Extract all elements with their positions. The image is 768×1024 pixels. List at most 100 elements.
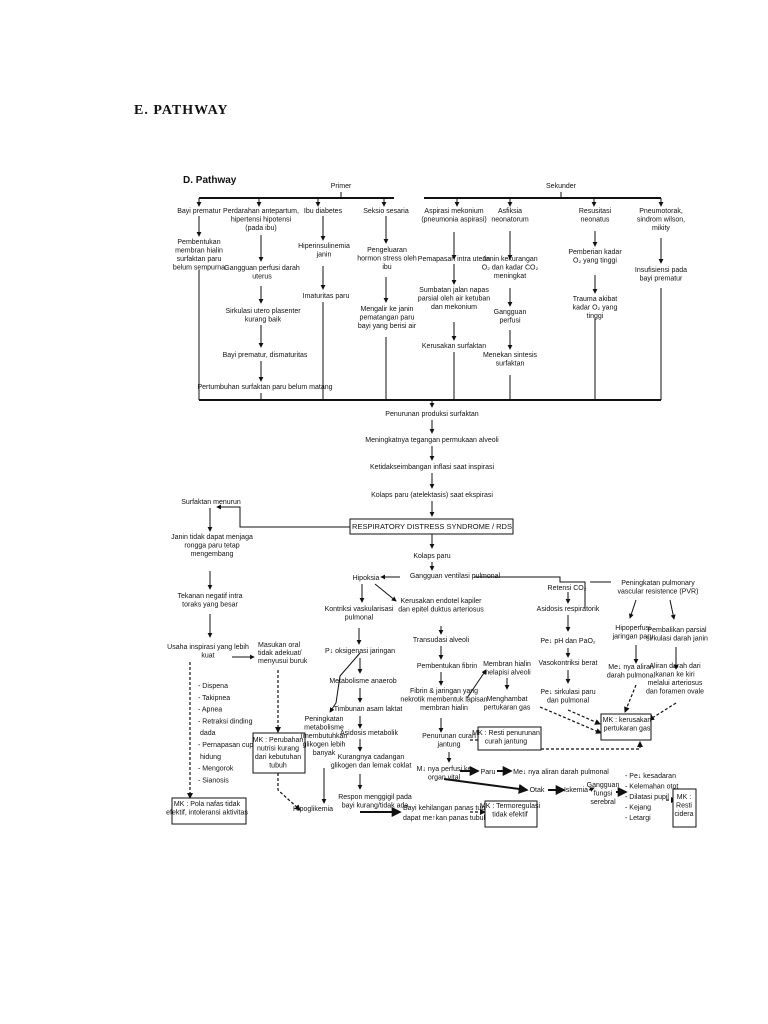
node-pneumotorak: Pneumotorak,sindrom wilson,mikity — [637, 208, 685, 232]
node-label: Penurunan produksi surfaktan — [385, 411, 478, 418]
connector — [374, 583, 397, 602]
connector — [329, 652, 361, 713]
node-meningkatnya-tegangan: Meningkatnya tegangan permukaan alveoli — [365, 437, 499, 444]
node-label: Pe↓ pH dan PaO₂ — [540, 638, 596, 645]
node-label: Me↓ nya aliran darah pulmonal — [513, 769, 609, 776]
node-perdarahan: Perdarahan antepartum,hipertensi hipoten… — [223, 208, 299, 232]
node-label: Sekunder — [546, 183, 577, 190]
node-ibu-diabetes: Ibu diabetes — [304, 208, 343, 215]
connector — [669, 599, 676, 620]
node-label: Meningkatnya tegangan permukaan alveoli — [365, 437, 499, 444]
node-p-oksigenasi: P↓ oksigenasi jaringan — [325, 648, 395, 655]
node-retensi: Retensi CO₂ — [548, 585, 587, 592]
node-surfaktan-menurun: Surfaktan menurun — [181, 499, 241, 506]
node-box — [484, 800, 538, 828]
node-label: Kolaps paru — [413, 553, 450, 560]
node-sekunder: Sekunder — [546, 183, 577, 190]
node-label: Perdarahan antepartum,hipertensi hipoten… — [223, 208, 299, 232]
node-primer: Primer — [331, 183, 352, 190]
node-label: Retensi CO₂ — [548, 585, 587, 592]
node-asidosis-metabolik: Asidosis metabolik — [340, 730, 398, 737]
node-label: Otak — [530, 787, 545, 794]
node-transudasi: Transudasi alveoli — [413, 637, 470, 644]
node-kerusakan-surfaktan: Kerusakan surfaktan — [422, 343, 486, 350]
connector — [216, 504, 350, 528]
node-neuro: - Pe↓ kesadaran- Kelemahan otot- Dilatas… — [625, 773, 678, 822]
node-label: RESPIRATORY DISTRESS SYNDROME / RDS — [352, 522, 512, 531]
connector — [443, 778, 529, 794]
connector — [466, 669, 487, 699]
connector — [648, 702, 677, 721]
node-box — [349, 518, 514, 535]
node-gangguan-ventilasi: Gangguan ventilasi pulmonal — [410, 573, 501, 580]
node-label: Pneumotorak,sindrom wilson,mikity — [637, 208, 685, 232]
node-box — [672, 788, 697, 828]
node-aliran-pulmonal: Me↓ nya aliran darah pulmonal — [513, 769, 609, 776]
connector — [567, 709, 601, 725]
node-asidosis-respiratorik: Asidosis respiratorik — [537, 606, 600, 613]
node-imaturitas: Imaturitas paru — [303, 293, 350, 300]
node-box — [252, 732, 306, 774]
node-label: Aspirasi mekonium(pneumonia aspirasi) — [421, 208, 486, 224]
node-seksio: Seksio sesaria — [363, 208, 409, 215]
node-label: Bayi prematur, dismaturitas — [223, 352, 308, 359]
node-paru: Paru — [481, 769, 496, 776]
node-label: Hipoglikemia — [293, 806, 333, 813]
node-label: Gangguan ventilasi pulmonal — [410, 573, 501, 580]
node-label: Pembentukan fibrin — [417, 663, 477, 670]
node-title: D. Pathway — [183, 175, 237, 186]
node-label: P↓ oksigenasi jaringan — [325, 648, 395, 655]
page-heading: E. PATHWAY — [134, 103, 229, 118]
node-hipoglikemia: Hipoglikemia — [293, 806, 333, 813]
connector — [541, 741, 643, 750]
node-otak: Otak — [530, 787, 545, 794]
node-label: Kerusakan surfaktan — [422, 343, 486, 350]
node-label: Metabolisme anaerob — [329, 678, 396, 685]
